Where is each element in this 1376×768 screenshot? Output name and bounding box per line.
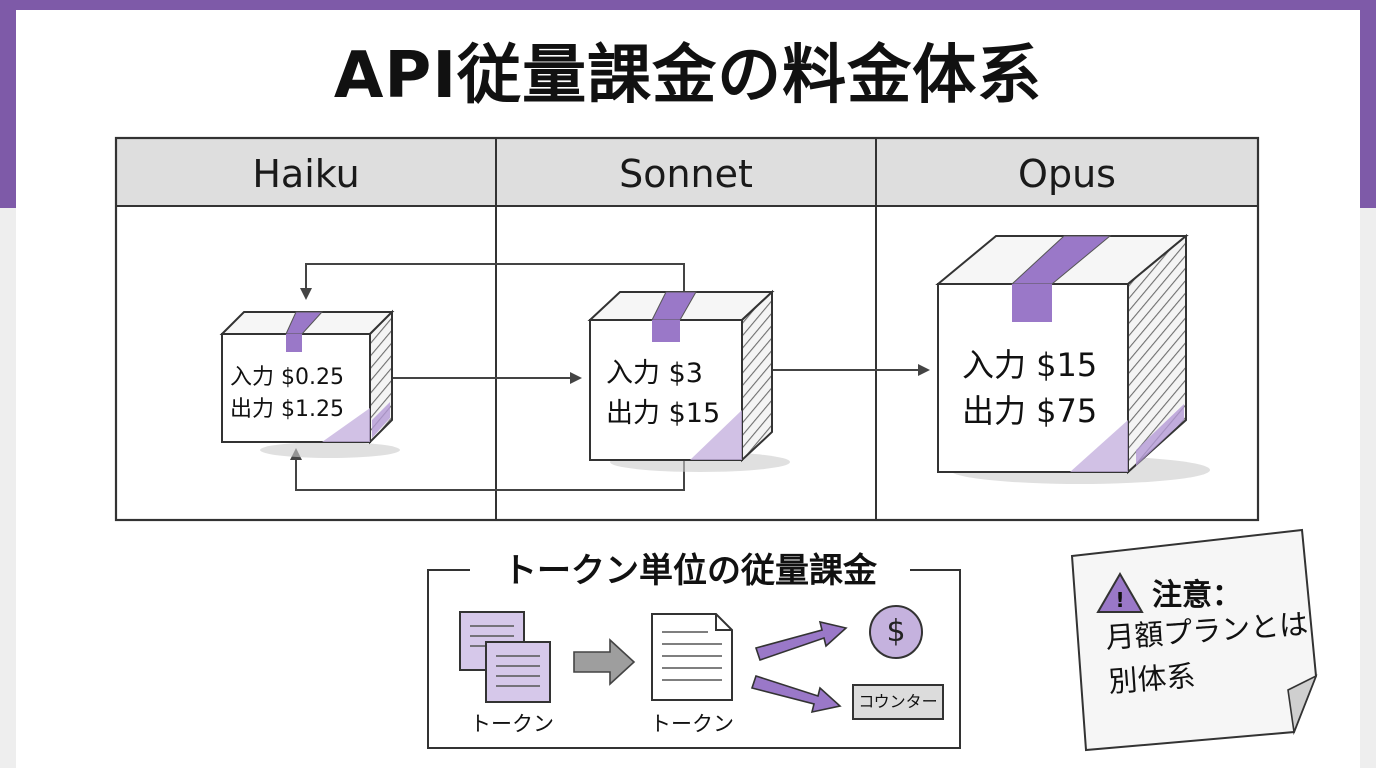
haiku-box bbox=[219, 309, 400, 458]
opus-input-price: 入力 $15 bbox=[962, 346, 1098, 384]
warning-icon bbox=[1096, 572, 1144, 613]
token-label-2: トークン bbox=[650, 712, 734, 736]
column-header-haiku: Haiku bbox=[252, 152, 360, 196]
document-icon bbox=[651, 613, 733, 701]
pricing-table bbox=[114, 136, 1260, 522]
opus-box bbox=[935, 233, 1210, 484]
sonnet-input-price: 入力 $3 bbox=[606, 358, 703, 389]
sonnet-output-price: 出力 $15 bbox=[606, 398, 721, 429]
sonnet-price: 入力 $3 出力 $15 bbox=[606, 354, 720, 434]
dollar-symbol: $ bbox=[886, 614, 906, 649]
note-body: 月額プランとは 別体系 bbox=[1104, 602, 1313, 704]
opus-price: 入力 $15 出力 $75 bbox=[962, 342, 1097, 434]
warning-symbol: ! bbox=[1115, 588, 1125, 612]
column-header-sonnet: Sonnet bbox=[619, 152, 753, 196]
opus-output-price: 出力 $75 bbox=[962, 392, 1098, 430]
sonnet-box bbox=[587, 289, 790, 472]
column-header-opus: Opus bbox=[1018, 152, 1116, 196]
table-border bbox=[114, 136, 1260, 522]
document-stack-icon bbox=[459, 611, 551, 703]
token-label-1: トークン bbox=[470, 712, 554, 736]
arrow-to-counter bbox=[750, 674, 842, 714]
haiku-output-price: 出力 $1.25 bbox=[230, 397, 344, 422]
page-title: API従量課金の料金体系 bbox=[333, 39, 1043, 113]
haiku-price: 入力 $0.25 出力 $1.25 bbox=[230, 362, 344, 426]
arrow-to-dollar bbox=[754, 620, 848, 662]
arrow-right-icon bbox=[573, 638, 636, 686]
top-loop-arrow bbox=[300, 263, 685, 300]
dollar-coin-icon bbox=[869, 605, 923, 659]
sticky-note bbox=[1070, 528, 1318, 752]
counter-box: コウンター bbox=[852, 684, 944, 720]
haiku-input-price: 入力 $0.25 bbox=[230, 365, 344, 390]
token-section-title: トークン単位の従量課金 bbox=[470, 546, 910, 596]
note-title: 注意： bbox=[1152, 578, 1242, 613]
